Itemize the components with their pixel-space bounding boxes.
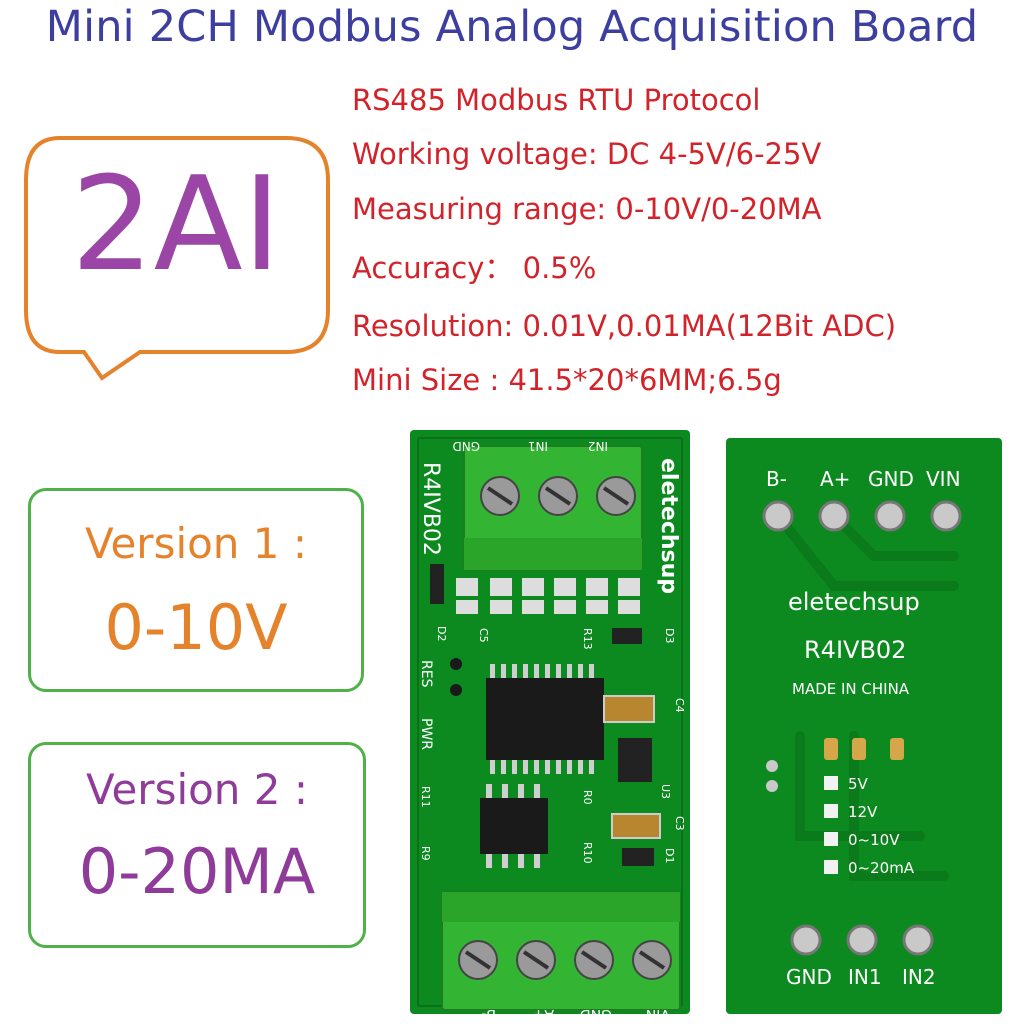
front-label-r10: R10: [581, 842, 594, 864]
front-board-image: eletechsup R4IVB02 GND IN1 IN2 B- A+ GND…: [410, 430, 690, 1018]
speech-bubble-shape: [24, 136, 330, 381]
front-label-r0: R0: [581, 790, 594, 805]
back-bottom-terminal-1: GND: [786, 965, 832, 989]
version-1-value: 0-10V: [104, 591, 288, 664]
version-1-box: Version 1 : 0-10V: [28, 488, 364, 692]
back-top-terminal-4: VIN: [926, 467, 961, 491]
back-bottom-terminal-2: IN1: [848, 965, 882, 989]
spec-accuracy: Accuracy： 0.5%: [352, 251, 597, 285]
front-label-r13: R13: [581, 628, 594, 650]
front-top-terminal-1: GND: [452, 439, 480, 453]
front-top-terminal-3: IN2: [588, 439, 608, 453]
version-2-value: 0-20MA: [78, 835, 316, 908]
spec-resolution: Resolution: 0.01V,0.01MA(12Bit ADC): [352, 309, 897, 343]
front-label-c4: C4: [673, 698, 686, 713]
front-label-d2: D2: [435, 626, 448, 641]
back-top-terminal-3: GND: [868, 467, 914, 491]
back-top-terminal-1: B-: [766, 467, 787, 491]
back-brand: eletechsup: [788, 588, 920, 616]
spec-range: Measuring range: 0-10V/0-20MA: [352, 192, 822, 226]
front-bottom-terminal-2: A+: [533, 1006, 554, 1018]
front-label-pwr: PWR: [418, 718, 434, 750]
front-label-res: RES: [418, 660, 434, 688]
front-model: R4IVB02: [418, 462, 443, 556]
front-label-d1: D1: [663, 848, 676, 863]
front-brand: eletechsup: [656, 458, 681, 594]
front-bottom-terminal-1: B-: [481, 1006, 496, 1018]
spec-size: Mini Size : 41.5*20*6MM;6.5g: [352, 363, 782, 397]
back-bottom-terminal-3: IN2: [902, 965, 936, 989]
version-1-label: Version 1 :: [84, 519, 308, 568]
badge-2ai: 2AI: [71, 148, 281, 300]
version-2-box: Version 2 : 0-20MA: [28, 742, 366, 948]
front-label-c3: C3: [673, 816, 686, 831]
back-jumper-2: 12V: [848, 803, 878, 821]
front-label-r11: R11: [419, 786, 432, 808]
front-top-terminal-2: IN1: [528, 439, 548, 453]
front-bottom-terminal-4: VIN: [646, 1006, 670, 1018]
back-jumper-1: 5V: [848, 775, 869, 793]
back-model: R4IVB02: [804, 636, 906, 664]
version-2-label: Version 2 :: [85, 765, 309, 814]
back-jumper-4: 0~20mA: [848, 859, 915, 877]
front-label-c5: C5: [477, 628, 490, 643]
back-jumper-3: 0~10V: [848, 831, 900, 849]
spec-protocol: RS485 Modbus RTU Protocol: [352, 83, 761, 117]
back-board-image: B- A+ GND VIN eletechsup R4IVB02 MADE IN…: [726, 438, 1002, 1014]
back-top-terminal-2: A+: [820, 467, 850, 491]
back-made-in: MADE IN CHINA: [792, 680, 910, 698]
front-label-d3: D3: [663, 628, 676, 643]
front-label-r9: R9: [419, 846, 432, 861]
front-bottom-terminal-3: GND: [580, 1006, 612, 1018]
spec-voltage: Working voltage: DC 4-5V/6-25V: [352, 137, 822, 171]
page-title: Mini 2CH Modbus Analog Acquisition Board: [45, 2, 979, 52]
front-label-u3: U3: [659, 784, 672, 799]
